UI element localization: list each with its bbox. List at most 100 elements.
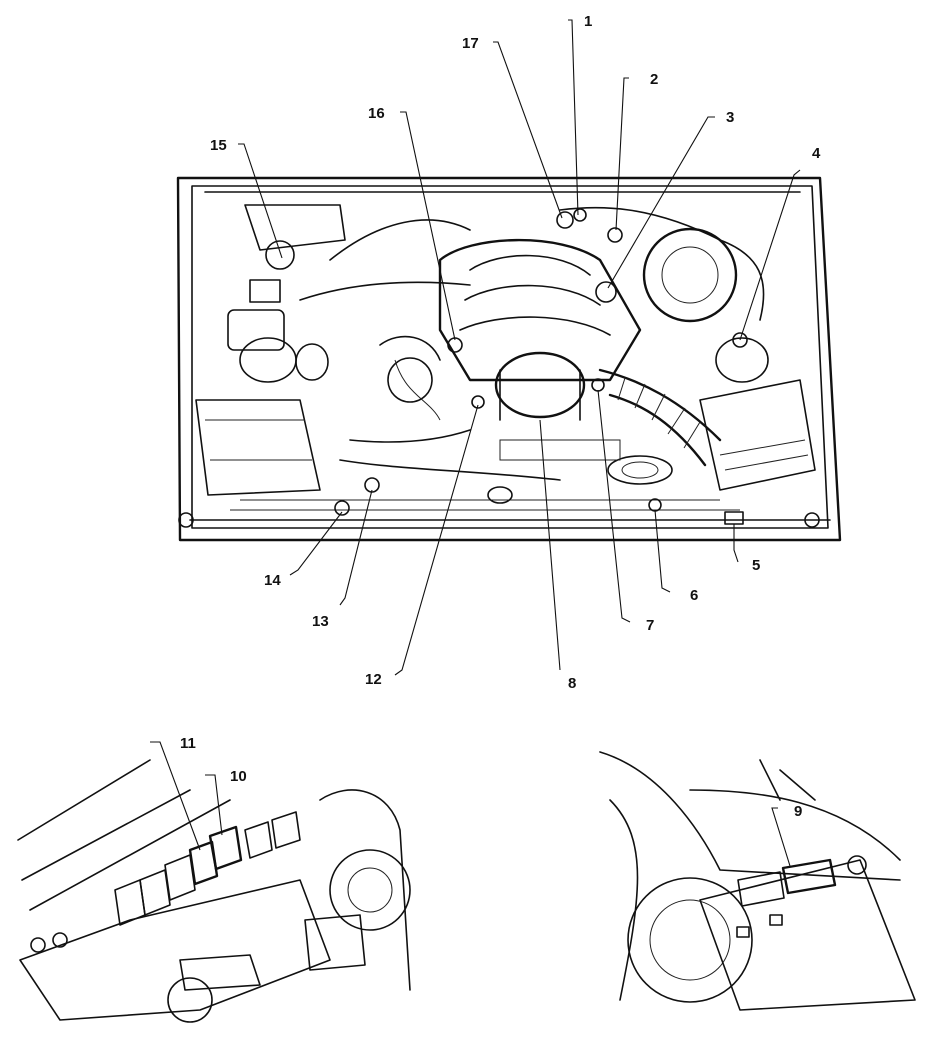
label-10: 10 xyxy=(230,768,247,785)
brake-booster xyxy=(642,227,738,323)
inset-box-a xyxy=(737,871,785,907)
ground-bolt-b xyxy=(52,932,68,948)
inset-top-bracket xyxy=(759,759,816,801)
inset-strut-tower-inner xyxy=(649,899,731,981)
label-1: 1 xyxy=(584,13,592,30)
mount-bolt-left xyxy=(178,512,194,528)
engine-bay-inner-frame xyxy=(191,185,829,529)
sensor-2 xyxy=(607,227,623,243)
callout-labels: 1 17 2 3 4 15 16 5 6 7 8 12 13 14 11 10 … xyxy=(180,13,821,820)
air-filter-ribs xyxy=(719,439,809,471)
upper-hose xyxy=(329,219,471,261)
leader-9 xyxy=(771,807,791,867)
leader-8 xyxy=(539,419,561,671)
inset-pulley xyxy=(167,977,213,1023)
leader-17 xyxy=(493,41,563,219)
label-17: 17 xyxy=(462,35,479,52)
inset-tab-a xyxy=(736,926,750,938)
ignition-harness xyxy=(379,335,441,361)
leader-3 xyxy=(607,116,715,289)
inset-harness-right xyxy=(319,789,411,991)
leader-1 xyxy=(568,19,579,216)
fluid-reservoir xyxy=(715,337,769,383)
sensor-13 xyxy=(364,477,380,493)
leader-11 xyxy=(150,741,201,851)
control-unit-9 xyxy=(781,858,837,895)
lower-harness xyxy=(339,459,561,481)
vacuum-line xyxy=(299,281,471,301)
leader-6 xyxy=(654,509,671,593)
relay-block-inset xyxy=(17,741,411,1023)
intake-manifold xyxy=(438,238,642,382)
label-6: 6 xyxy=(690,587,698,604)
front-crossmember xyxy=(230,499,740,511)
inset-cap xyxy=(847,855,867,875)
distributor xyxy=(387,357,433,403)
ground-bolt-a xyxy=(30,937,46,953)
label-5: 5 xyxy=(752,557,760,574)
battery xyxy=(195,399,321,496)
inset-body-curve xyxy=(599,751,901,881)
intake-runner-3 xyxy=(459,316,611,336)
intake-runner-2 xyxy=(464,284,601,306)
engine-bay-frame xyxy=(176,176,842,542)
intake-duct-lower xyxy=(608,393,707,467)
label-11: 11 xyxy=(180,735,196,752)
engine-bay-view xyxy=(176,176,842,542)
relay-10 xyxy=(208,825,243,871)
fan-pulley-hub xyxy=(621,461,659,479)
relay-c xyxy=(164,854,196,901)
leader-14 xyxy=(289,511,343,576)
label-4: 4 xyxy=(812,145,821,162)
sensor-1 xyxy=(573,208,587,222)
inset-reservoir-ring xyxy=(329,849,411,931)
leader-16 xyxy=(400,111,456,341)
sensor-4 xyxy=(732,332,748,348)
wiring-loom xyxy=(349,429,471,443)
label-3: 3 xyxy=(726,109,734,126)
inset-strut-tower xyxy=(627,877,753,1003)
air-cleaner-sides xyxy=(499,369,581,421)
heater-hose-return xyxy=(719,239,765,321)
leader-7 xyxy=(597,389,631,623)
label-13: 13 xyxy=(312,613,329,630)
inset-left-panel-edges xyxy=(17,759,231,911)
charcoal-canister xyxy=(227,309,285,351)
relay-11 xyxy=(188,840,219,886)
air-cleaner-housing xyxy=(494,351,586,419)
heater-hose xyxy=(559,206,721,241)
battery-ribs xyxy=(205,419,312,461)
relay-d xyxy=(244,821,273,859)
mount-bolt-right xyxy=(804,512,820,528)
leader-15 xyxy=(238,143,283,259)
duct-ribs xyxy=(617,377,701,449)
idler-pulley xyxy=(487,486,513,504)
inset-reservoir-ring-inner xyxy=(347,867,393,913)
inset-wheel-arch xyxy=(609,799,639,1001)
brake-master-cylinder xyxy=(244,204,346,251)
relay-b xyxy=(139,869,171,916)
sensor-17 xyxy=(556,211,574,229)
inset-upper-curve xyxy=(689,789,901,861)
inset-tray xyxy=(699,859,916,1011)
brake-booster-inner xyxy=(661,246,719,304)
label-15: 15 xyxy=(210,137,227,154)
sensor-6 xyxy=(648,498,662,512)
relay-bracket xyxy=(19,879,331,1021)
label-2: 2 xyxy=(650,71,658,88)
sensor-12 xyxy=(471,395,485,409)
sensor-5 xyxy=(724,511,744,525)
relay-e xyxy=(271,811,301,849)
intake-runner-1 xyxy=(469,254,591,276)
leader-2 xyxy=(615,77,629,231)
label-9: 9 xyxy=(794,803,802,820)
callout-leaders xyxy=(238,19,801,676)
connector-block xyxy=(179,954,261,991)
sensor-3 xyxy=(595,281,617,303)
label-12: 12 xyxy=(365,671,382,688)
label-14: 14 xyxy=(264,572,281,589)
belt-cover xyxy=(499,439,621,461)
spark-lead xyxy=(394,359,441,421)
